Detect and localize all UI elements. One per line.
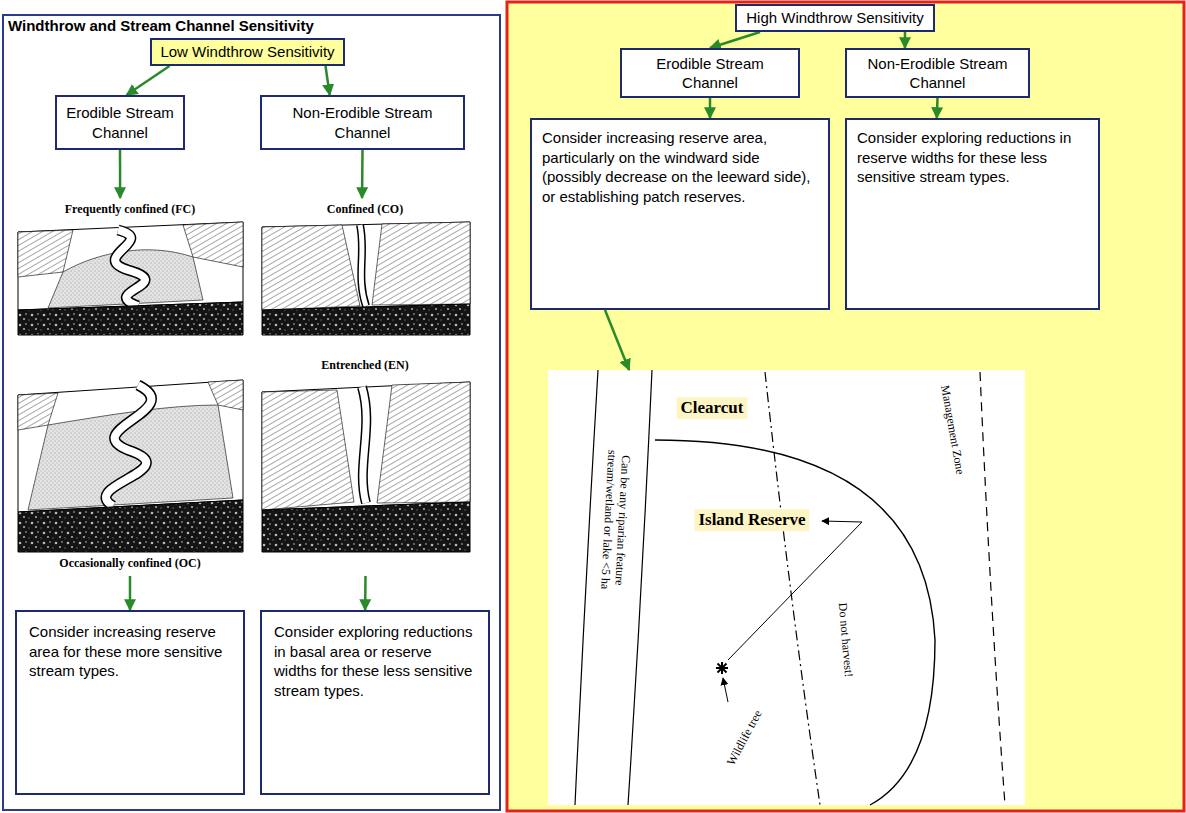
sketch-label: Clearcut	[677, 397, 748, 419]
stream-channel	[106, 385, 151, 506]
flow-arrow	[326, 66, 330, 95]
riparian-edge	[575, 370, 598, 805]
flow-arrow	[709, 98, 712, 118]
figure-label: Occasionally confined (OC)	[59, 557, 200, 571]
guidance-text: Consider increasing reserve area, partic…	[542, 128, 818, 206]
bedrock-layer	[262, 304, 470, 335]
sketch-label: Island Reserve	[694, 509, 809, 531]
reserve-sketch	[548, 370, 1025, 805]
clearcut-boundary	[655, 440, 935, 805]
guidance-text: Consider exploring reductions in basal a…	[274, 622, 476, 700]
left-panel	[3, 15, 500, 810]
box-label: Low Windthrow Sensitivity	[156, 42, 339, 62]
bedrock-layer	[262, 502, 470, 552]
figure-label: Entrenched (EN)	[321, 359, 408, 373]
reserve-line	[765, 372, 820, 805]
stream-channel	[115, 230, 145, 306]
guidance-box: Consider increasing reserve area, partic…	[530, 118, 830, 310]
flow-arrow	[904, 32, 907, 48]
valley-block	[262, 222, 470, 310]
flow-arrow	[361, 150, 364, 198]
box-label: Erodible Stream Channel	[63, 103, 177, 142]
channel-illustration	[262, 382, 470, 552]
bedrock-layer	[18, 500, 243, 552]
stream-channel	[360, 225, 366, 306]
flow-arrow	[129, 576, 132, 610]
valley-slope	[262, 225, 360, 310]
stream-type-box: Erodible Stream Channel	[55, 95, 185, 150]
box-label: High Windthrow Sensitivity	[741, 8, 929, 28]
stream-type-box: Erodible Stream Channel	[620, 48, 800, 98]
sketch-note: Management Zone	[936, 380, 969, 480]
flow-arrow	[710, 32, 760, 48]
sensitivity-box: Low Windthrow Sensitivity	[150, 38, 345, 66]
guidance-box: Consider increasing reserve area for the…	[15, 610, 245, 795]
valley-block	[18, 380, 243, 512]
diagram-title: Windthrow and Stream Channel Sensitivity	[8, 17, 314, 34]
box-label: Non-Erodible Stream Channel	[268, 103, 457, 142]
guidance-box: Consider exploring reductions in reserve…	[845, 118, 1100, 310]
stream-channel	[106, 385, 151, 506]
management-zone-line	[980, 372, 1005, 805]
channel-figure: Confined (CO) Entrenched (EN)	[258, 198, 473, 576]
bedrock-layer	[18, 302, 243, 335]
sketch-note: Can be any riparian feature stream/wetla…	[595, 420, 635, 619]
flow-arrow	[364, 576, 367, 610]
stream-type-box: Non-Erodible Stream Channel	[260, 95, 465, 150]
figure-label: Frequently confined (FC)	[65, 203, 195, 217]
sketch-ground	[548, 370, 1025, 805]
right-panel	[507, 2, 1184, 811]
channel-illustration	[18, 222, 243, 335]
valley-slope	[372, 222, 470, 305]
flow-arrow	[119, 150, 122, 198]
stream-channel	[362, 387, 366, 503]
flow-arrow	[936, 98, 939, 118]
stream-channel	[115, 230, 145, 306]
guidance-text: Consider exploring reductions in reserve…	[857, 128, 1088, 187]
stream-channel	[360, 225, 366, 306]
sketch-note: Wildlife tree	[722, 704, 768, 772]
valley-block	[262, 382, 470, 510]
valley-slope	[18, 230, 73, 277]
sensitivity-box: High Windthrow Sensitivity	[735, 4, 935, 32]
guidance-box: Consider exploring reductions in basal a…	[260, 610, 490, 795]
channel-illustration	[18, 380, 243, 552]
stream-channel	[362, 387, 366, 503]
stream-type-box: Non-Erodible Stream Channel	[845, 48, 1030, 98]
flow-arrow	[127, 66, 170, 95]
channel-illustration	[262, 222, 470, 335]
figure-label: Confined (CO)	[327, 203, 403, 217]
valley-block	[18, 222, 243, 310]
box-label: Erodible Stream Channel	[642, 54, 778, 93]
flow-arrow	[605, 310, 629, 370]
valley-slope	[262, 390, 354, 510]
box-label: Non-Erodible Stream Channel	[859, 54, 1016, 93]
leader-line	[723, 678, 728, 702]
reserve-sketch-box: ClearcutIsland Reserve Management Zone Can…	[548, 370, 1025, 805]
wildlife-tree-symbol	[716, 662, 728, 674]
sketch-note: Do not harvest!	[834, 598, 857, 682]
channel-figure: Frequently confined (FC) Occasionally con…	[15, 198, 245, 576]
valley-slope	[377, 382, 470, 503]
guidance-text: Consider increasing reserve area for the…	[29, 622, 231, 681]
